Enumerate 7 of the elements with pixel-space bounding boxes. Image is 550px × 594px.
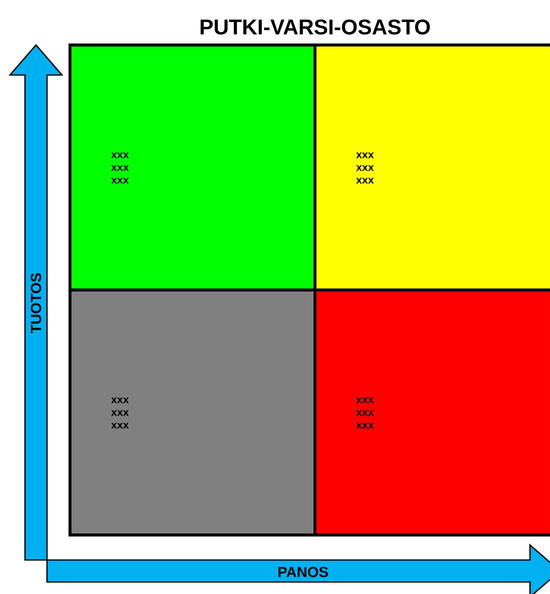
quadrant-box: xxx xxx xxx bbox=[314, 288, 550, 536]
quadrant-box: xxx xxx xxx bbox=[68, 288, 316, 536]
axis-label: PANOS bbox=[278, 566, 328, 578]
quadrant-box: xxx xxx xxx bbox=[68, 44, 316, 292]
quadrant-box: xxx xxx xxx bbox=[314, 44, 550, 292]
axis-label: TUOTOS bbox=[30, 273, 42, 334]
title: PUTKI-VARSI-OSASTO bbox=[200, 19, 430, 35]
